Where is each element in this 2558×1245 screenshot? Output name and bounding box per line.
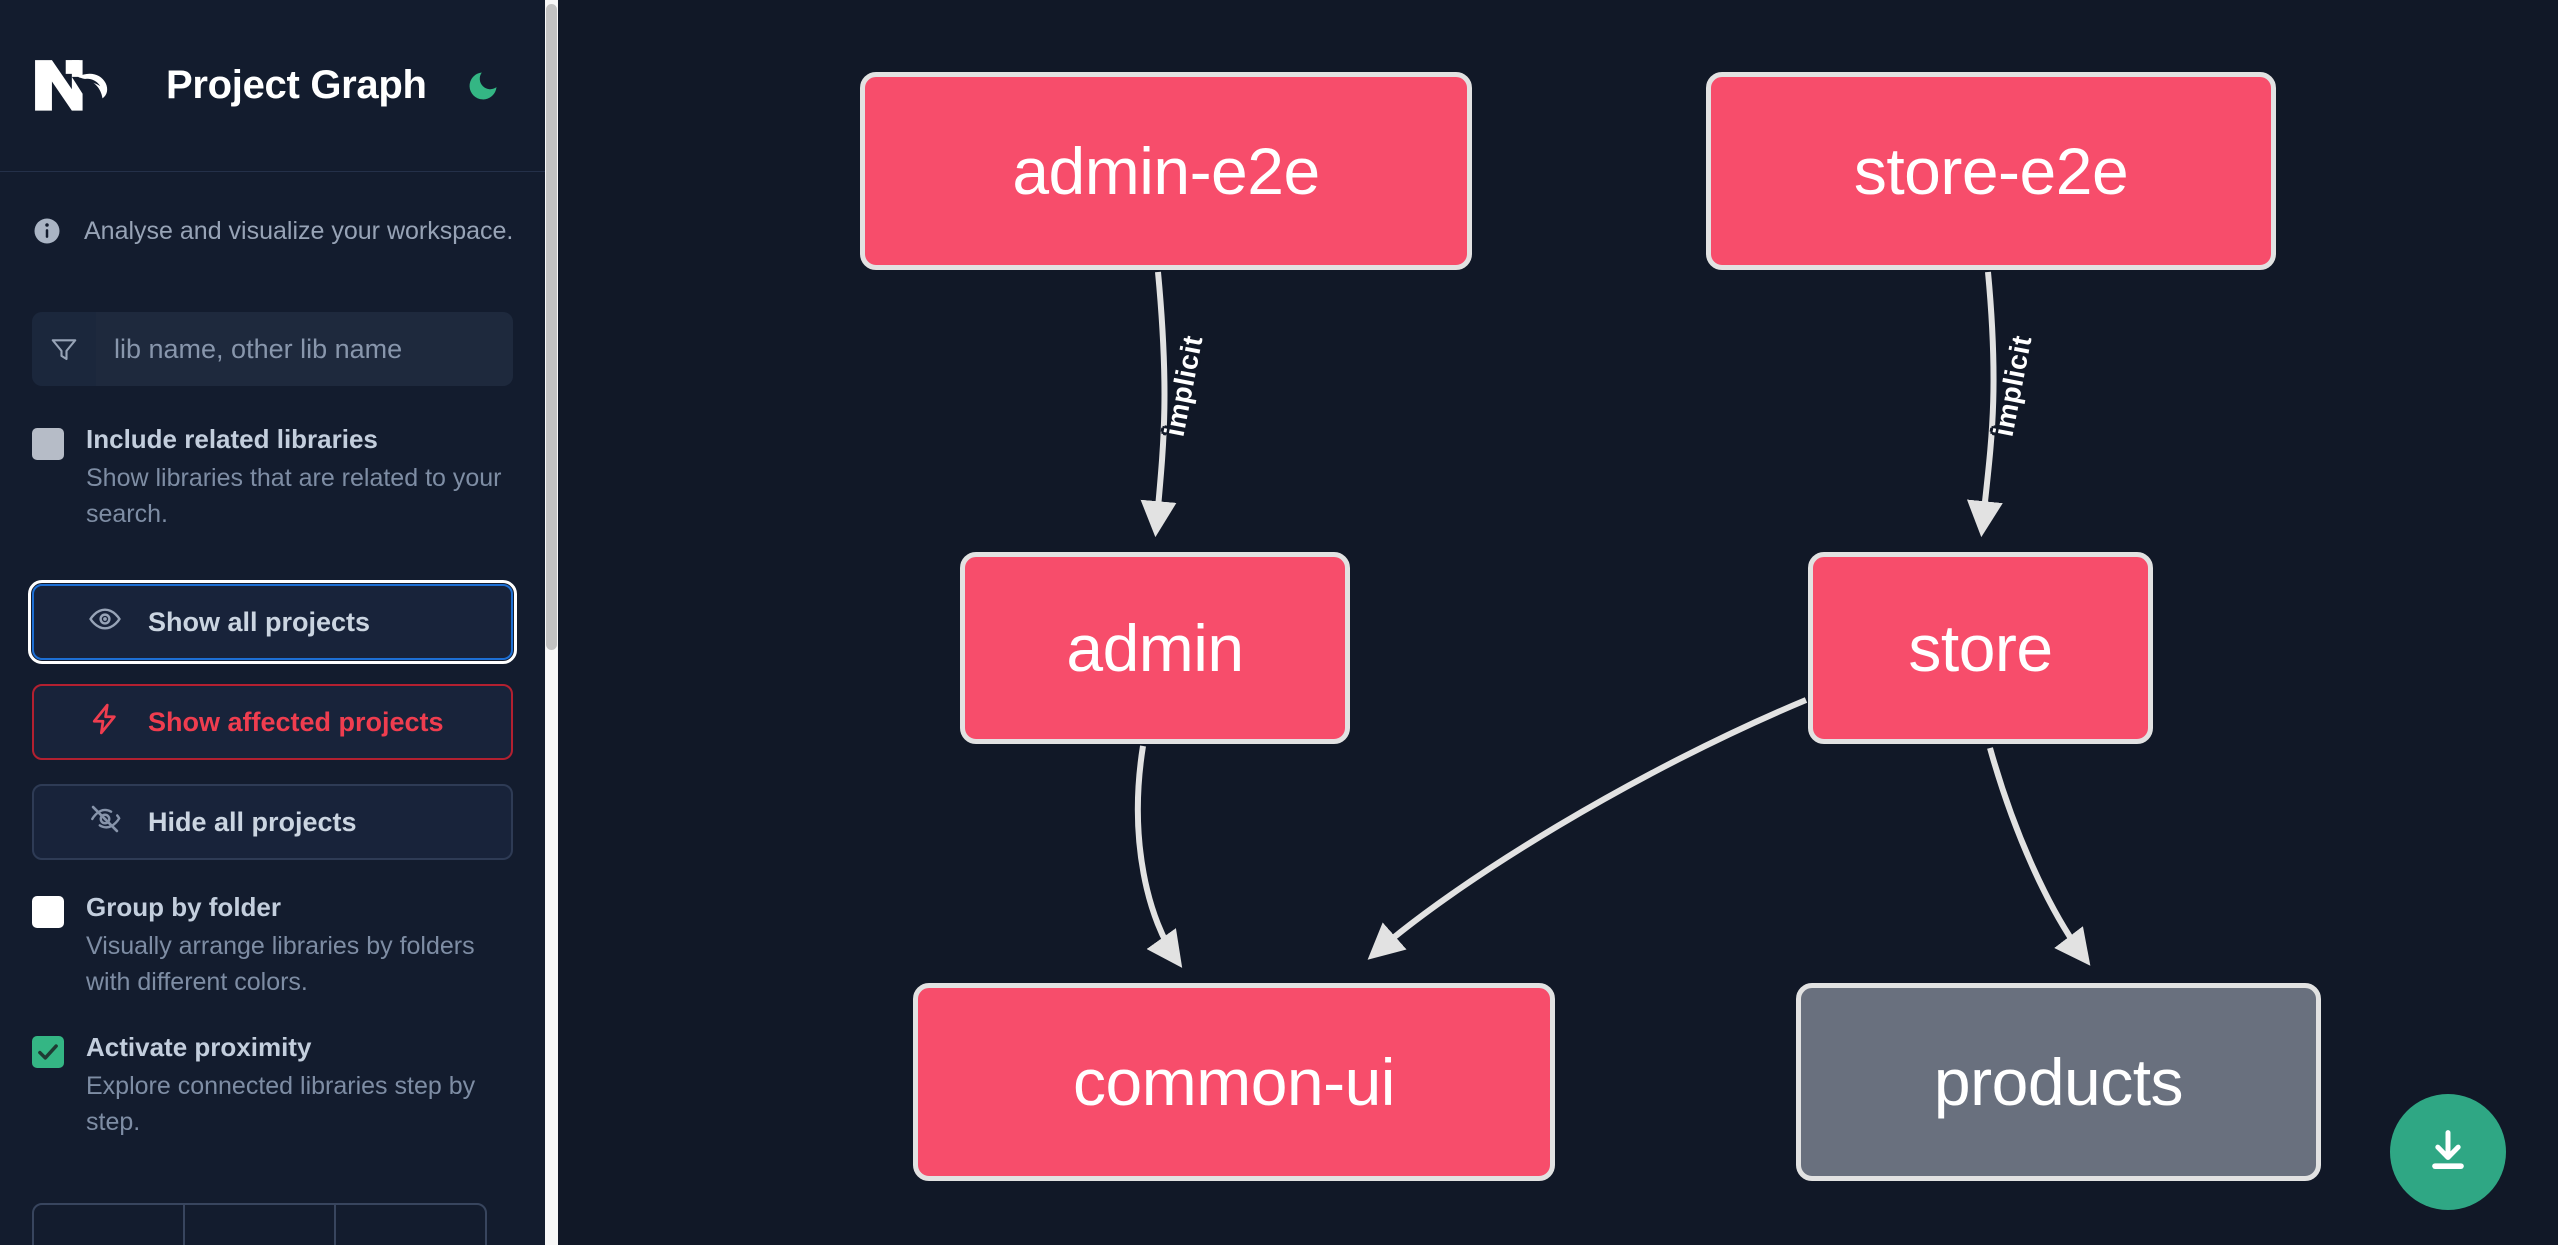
option-activate-proximity[interactable]: Activate proximity Explore connected lib… [0,1030,545,1140]
download-graph-button[interactable] [2390,1094,2506,1210]
project-visibility-buttons: Show all projects Show affected projects [28,580,517,861]
eye-off-icon [88,802,122,843]
show-all-projects-button[interactable]: Show all projects [28,580,517,665]
node-label: store-e2e [1853,134,2129,208]
bottom-segmented-control[interactable] [32,1203,487,1245]
search-input[interactable] [96,312,513,386]
edge-store-to-common-ui [1367,697,1808,960]
graph-node-store[interactable]: store [1808,552,2153,744]
sidebar-header: Project Graph [0,0,545,172]
graph-node-store-e2e[interactable]: store-e2e [1706,72,2276,270]
node-label: products [1933,1045,2184,1119]
activate-proximity-checkbox[interactable] [32,1036,64,1069]
sidebar-scrollbar[interactable] [545,0,558,1245]
graph-node-admin[interactable]: admin [960,552,1350,744]
eye-icon [88,602,122,643]
node-label: common-ui [1073,1045,1395,1119]
option-label: Activate proximity [86,1032,312,1063]
sidebar-scrollbar-thumb[interactable] [546,4,557,650]
workspace-subtitle: Analyse and visualize your workspace. [84,216,514,245]
node-label: store [1908,611,2053,685]
segment-2[interactable] [185,1205,336,1245]
include-related-libraries-checkbox[interactable] [32,428,64,460]
edge-store-to-products [1987,747,2091,966]
option-description: Show libraries that are related to your … [86,464,502,528]
option-label: Group by folder [86,892,281,923]
graph-node-products[interactable]: products [1796,983,2321,1181]
info-icon [32,216,62,246]
segment-3[interactable] [336,1205,485,1245]
page-title: Project Graph [166,63,427,107]
edge-admin-e2e-to-admin [1140,271,1177,538]
graph-node-common-ui[interactable]: common-ui [913,983,1555,1181]
option-description: Explore connected libraries step by step… [86,1072,476,1136]
lightning-icon [88,702,122,743]
option-label: Include related libraries [86,424,378,454]
graph-canvas[interactable]: admin-e2e store-e2e admin store common-u… [558,0,2558,1245]
moon-icon[interactable] [465,68,501,104]
search-field-wrapper[interactable] [32,312,513,386]
edge-admin-to-common-ui [1134,745,1183,968]
edge-store-e2e-to-store [1966,271,2003,538]
graph-node-admin-e2e[interactable]: admin-e2e [860,72,1472,270]
option-group-by-folder[interactable]: Group by folder Visually arrange librari… [0,890,545,1000]
option-description: Visually arrange libraries by folders wi… [86,932,475,996]
button-label: Show all projects [148,606,371,637]
group-by-folder-checkbox[interactable] [32,896,64,929]
node-label: admin [1066,611,1244,685]
option-include-related-libraries[interactable]: Include related libraries Show libraries… [0,422,545,532]
hide-all-projects-button[interactable]: Hide all projects [32,784,513,861]
segment-1[interactable] [34,1205,185,1245]
filter-funnel-icon [32,312,96,386]
download-icon [2422,1125,2474,1180]
node-label: admin-e2e [1012,134,1320,208]
button-label: Show affected projects [148,706,444,737]
show-affected-projects-button[interactable]: Show affected projects [32,684,513,761]
workspace-subtitle-row: Analyse and visualize your workspace. [0,172,545,246]
button-label: Hide all projects [148,806,357,837]
graph-edges-layer [1134,271,2091,968]
sidebar: Project Graph Analyse and visualize your… [0,0,558,1245]
nx-logo-icon [32,57,124,115]
